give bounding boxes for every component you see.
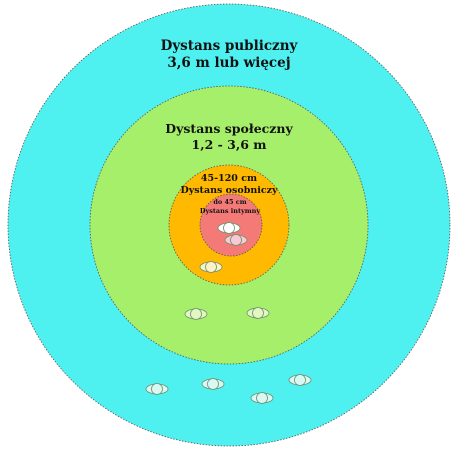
social-zone-range: 1,2 - 3,6 m [192, 137, 267, 152]
personal-zone-title: Dystans osobniczy [180, 185, 278, 196]
person-icon [201, 378, 225, 390]
person-icon [250, 392, 274, 404]
person-icon [224, 234, 248, 246]
public-zone-range: 3,6 m lub więcej [167, 55, 290, 71]
personal-zone-range: 45-120 cm [201, 173, 257, 184]
person-icon [145, 383, 169, 395]
social-zone-title: Dystans społeczny [165, 121, 293, 136]
intimate-zone-range: do 45 cm [213, 198, 246, 206]
public-zone-title: Dystans publiczny [161, 38, 299, 54]
person-icon [199, 261, 223, 273]
person-icon [288, 374, 312, 386]
person-icon [246, 307, 270, 319]
person-icon [184, 308, 208, 320]
person-icon [217, 222, 241, 234]
intimate-zone-title: Dystans intymny [200, 207, 261, 215]
